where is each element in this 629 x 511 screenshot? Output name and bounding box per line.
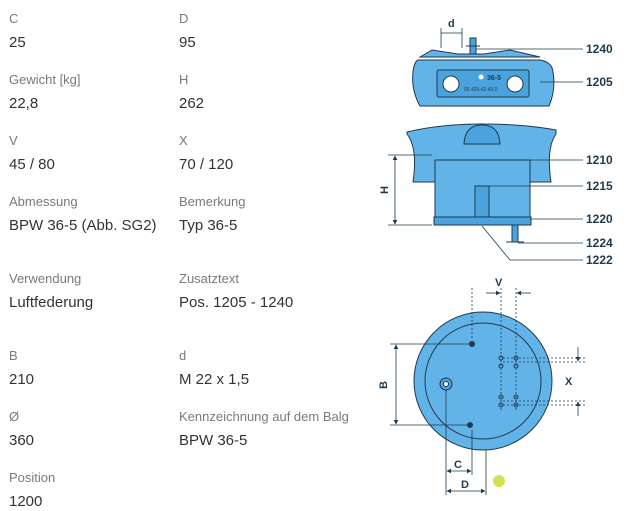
dim-d2-label: D — [461, 479, 469, 491]
spec-marking: Kennzeichnung auf dem Balg BPW 36-5 — [179, 409, 379, 450]
side-view — [406, 37, 557, 243]
plate-serial: 05.429.42.43.0 — [464, 87, 498, 93]
top-view-inner-circle — [424, 322, 542, 440]
technical-drawing: d H 1240 1205 1210 1215 1220 1224 1222 3… — [378, 18, 613, 495]
hole-top — [469, 341, 475, 347]
spec-x-label: X — [179, 133, 188, 148]
base-plate — [433, 216, 532, 226]
spec-remark-label: Bemerkung — [179, 194, 246, 209]
spec-c: C 25 — [9, 11, 184, 52]
spec-dimension-value: BPW 36-5 (Abb. SG2) — [9, 217, 157, 234]
dim-d-label: d — [448, 18, 455, 30]
spec-d-lower-value: M 22 x 1,5 — [179, 371, 250, 388]
top-view — [413, 311, 553, 451]
spec-v: V 45 / 80 — [9, 133, 184, 174]
dim-x-label: X — [565, 376, 573, 388]
plate-marking: 36-5 — [487, 75, 501, 82]
spec-usage: Verwendung Luftfederung — [9, 271, 184, 312]
spec-weight: Gewicht [kg] 22,8 — [9, 72, 184, 113]
spec-diameter-value: 360 — [9, 432, 35, 449]
spec-v-value: 45 / 80 — [9, 156, 55, 173]
spec-d-upper-value: 95 — [179, 34, 196, 51]
spec-usage-value: Luftfederung — [9, 294, 94, 311]
leader-lines — [476, 48, 583, 261]
spec-remark-value: Typ 36-5 — [179, 217, 238, 234]
top-view-dims — [390, 288, 585, 495]
spec-marking-value: BPW 36-5 — [179, 432, 248, 449]
spec-dimension-label: Abmessung — [9, 194, 78, 209]
spec-d-upper: D 95 — [179, 11, 354, 52]
spec-b: B 210 — [9, 348, 184, 389]
spec-h: H 262 — [179, 72, 354, 113]
spec-usage-label: Verwendung — [9, 271, 82, 286]
logo-right — [506, 75, 524, 93]
spec-weight-value: 22,8 — [9, 95, 39, 112]
spec-h-value: 262 — [179, 95, 205, 112]
spec-weight-label: Gewicht [kg] — [9, 72, 81, 87]
logo-left — [442, 75, 460, 93]
spec-extra-label: Zusatztext — [179, 271, 239, 286]
spec-b-value: 210 — [9, 371, 35, 388]
marking-plate — [436, 69, 530, 98]
spec-x: X 70 / 120 — [179, 133, 354, 174]
spec-diameter-label: Ø — [9, 409, 20, 424]
spec-v-label: V — [9, 133, 18, 148]
spec-d-lower: d M 22 x 1,5 — [179, 348, 354, 389]
spec-diameter: Ø 360 — [9, 409, 184, 450]
part-1240: 1240 — [586, 42, 613, 56]
spec-marking-label: Kennzeichnung auf dem Balg — [179, 409, 349, 424]
upper-plate — [418, 49, 541, 58]
dim-b-label: B — [378, 381, 390, 389]
spec-dimension: Abmessung BPW 36-5 (Abb. SG2) — [9, 194, 184, 235]
spec-position-value: 1200 — [9, 493, 43, 510]
part-1210: 1210 — [586, 153, 613, 167]
part-1222: 1222 — [586, 253, 613, 267]
part-1205: 1205 — [586, 75, 613, 89]
spec-x-value: 70 / 120 — [179, 156, 234, 173]
part-1215: 1215 — [586, 179, 613, 193]
spec-c-label: C — [9, 11, 19, 26]
spec-position-label: Position — [9, 470, 56, 485]
part-labels: 1240 1205 1210 1215 1220 1224 1222 — [586, 42, 613, 267]
bottom-bolt — [511, 224, 519, 243]
dim-d — [440, 28, 463, 48]
part-1220: 1220 — [586, 212, 613, 226]
spec-d-lower-label: d — [179, 348, 187, 363]
spec-remark: Bemerkung Typ 36-5 — [179, 194, 354, 235]
highlight-dot — [493, 475, 505, 487]
spec-d-upper-label: D — [179, 11, 189, 26]
spec-extra: Zusatztext Pos. 1205 - 1240 — [179, 271, 354, 312]
dim-h-label: H — [379, 186, 391, 194]
spec-position: Position 1200 — [9, 470, 184, 511]
spec-b-label: B — [9, 348, 18, 363]
spec-c-value: 25 — [9, 34, 26, 51]
spec-extra-value: Pos. 1205 - 1240 — [179, 294, 294, 311]
dim-h — [388, 154, 432, 226]
spec-h-label: H — [179, 72, 189, 87]
marking-dot — [478, 74, 484, 80]
dim-c-label: C — [454, 459, 462, 471]
part-1224: 1224 — [586, 236, 613, 250]
piston-dome — [463, 124, 501, 145]
dim-v-label: V — [495, 277, 503, 289]
